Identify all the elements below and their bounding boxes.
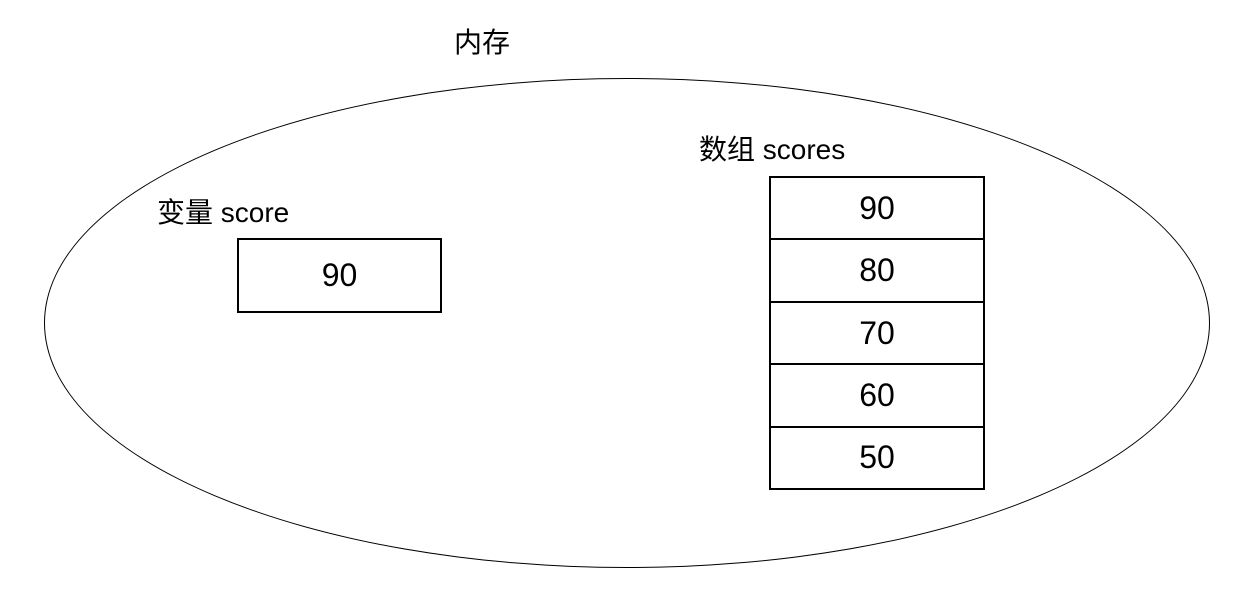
memory-ellipse-outline <box>44 78 1210 568</box>
variable-value: 90 <box>321 257 358 293</box>
array-label: 数组 scores <box>699 134 846 165</box>
variable-box: 90 <box>237 238 442 313</box>
array-cell: 60 <box>771 365 983 428</box>
diagram-title: 内存 <box>454 27 511 58</box>
array-cell: 70 <box>771 303 983 366</box>
array-cell: 80 <box>771 240 983 303</box>
array-box: 90 80 70 60 50 <box>769 176 985 490</box>
array-cell: 90 <box>771 178 983 241</box>
array-cell: 50 <box>859 439 895 476</box>
variable-label: 变量 score <box>157 197 290 228</box>
